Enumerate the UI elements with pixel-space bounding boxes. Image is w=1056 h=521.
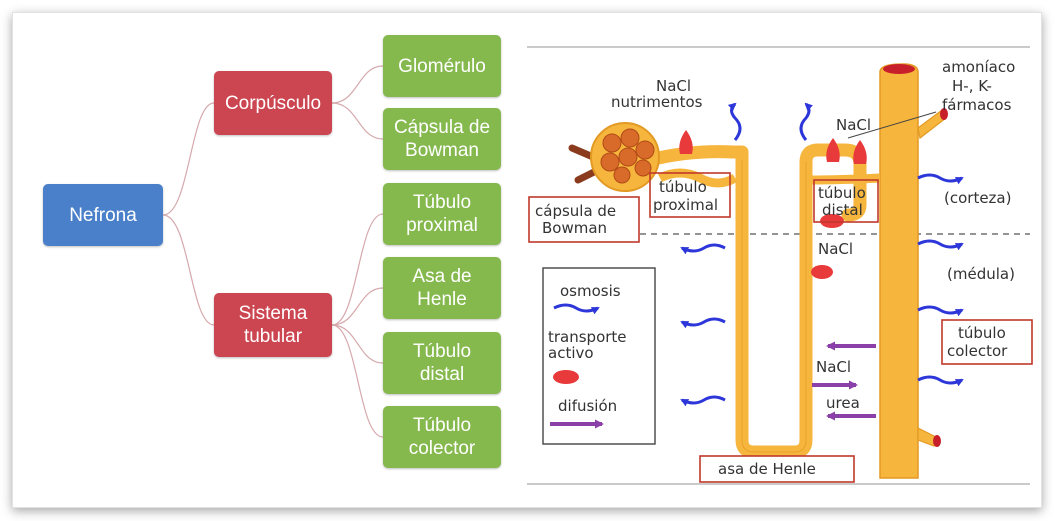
legend-osmosis-arrow <box>553 303 600 315</box>
figure-frame <box>12 12 1042 508</box>
legend-active-transport-symbol <box>553 370 579 384</box>
collecting-duct-shape <box>879 63 919 479</box>
tubulo-proximal-label-1: túbulo <box>659 178 707 196</box>
corpusculo-node: Corpúsculo <box>214 71 332 135</box>
legend-transporte-label: transporte <box>548 328 627 346</box>
tubulo-distal-box <box>813 179 879 223</box>
capsula-label-2: Bowman <box>542 219 607 237</box>
osmosis-arrows <box>680 102 964 407</box>
nutrimentos-label: nutrimentos <box>611 93 703 111</box>
tubulo-distal-label-1: túbulo <box>818 184 866 202</box>
nacl-label: NaCl <box>656 77 691 95</box>
asa-henle-node: Asa de Henle <box>383 257 501 319</box>
nacl-middle-label: NaCl <box>818 240 853 258</box>
proximal-convolution-shape <box>657 168 738 188</box>
capsula-bowman-box <box>528 196 640 243</box>
collecting-duct-lower-tip <box>933 435 941 447</box>
tubulo-distal-label-2: distal <box>822 201 863 219</box>
collecting-duct-lower-branch <box>917 427 939 447</box>
corteza-label: (corteza) <box>944 189 1011 207</box>
tubulo-proximal-node: Túbulo proximal <box>383 183 501 245</box>
tubulo-colector-label-2: colector <box>947 342 1008 360</box>
tubulo-colector-label-1: túbulo <box>958 324 1006 342</box>
tubulo-colector-node: Túbulo colector <box>383 406 501 468</box>
farmacos-label: fármacos <box>942 96 1012 114</box>
asa-henle-box <box>699 455 855 483</box>
capsula-label-1: cápsula de <box>535 202 616 220</box>
sistema-tubular-node: Sistema tubular <box>214 293 332 357</box>
urea-label: urea <box>826 394 860 412</box>
glomerulus-shape <box>600 128 655 184</box>
capsula-bowman-node: Cápsula de Bowman <box>383 108 501 170</box>
tubulo-proximal-box <box>649 172 731 218</box>
medula-label: (médula) <box>947 265 1015 283</box>
amoniaco-label: amoníaco <box>942 58 1015 76</box>
legend-activo-label: activo <box>548 344 594 362</box>
tubulo-distal-node: Túbulo distal <box>383 332 501 394</box>
nacl-lower-label: NaCl <box>816 358 851 376</box>
nacl-leader-line <box>847 111 937 139</box>
glomerulo-node: Glomérulo <box>383 35 501 97</box>
nefrona-node: Nefrona <box>43 184 163 246</box>
collecting-duct-branch-tip <box>940 108 948 120</box>
h-k-label: H-, K- <box>952 77 992 95</box>
tubulo-proximal-label-2: proximal <box>653 196 718 214</box>
active-transport-pumps <box>679 130 867 279</box>
nacl-distal-label: NaCl <box>836 116 871 134</box>
diffusion-arrows <box>812 341 876 421</box>
legend-osmosis-label: osmosis <box>560 282 621 300</box>
tubulo-colector-box <box>941 319 1033 365</box>
collecting-duct-opening <box>883 64 915 74</box>
asa-henle-label: asa de Henle <box>718 460 816 478</box>
legend-box <box>542 267 656 445</box>
legend-difusion-label: difusión <box>558 397 617 415</box>
